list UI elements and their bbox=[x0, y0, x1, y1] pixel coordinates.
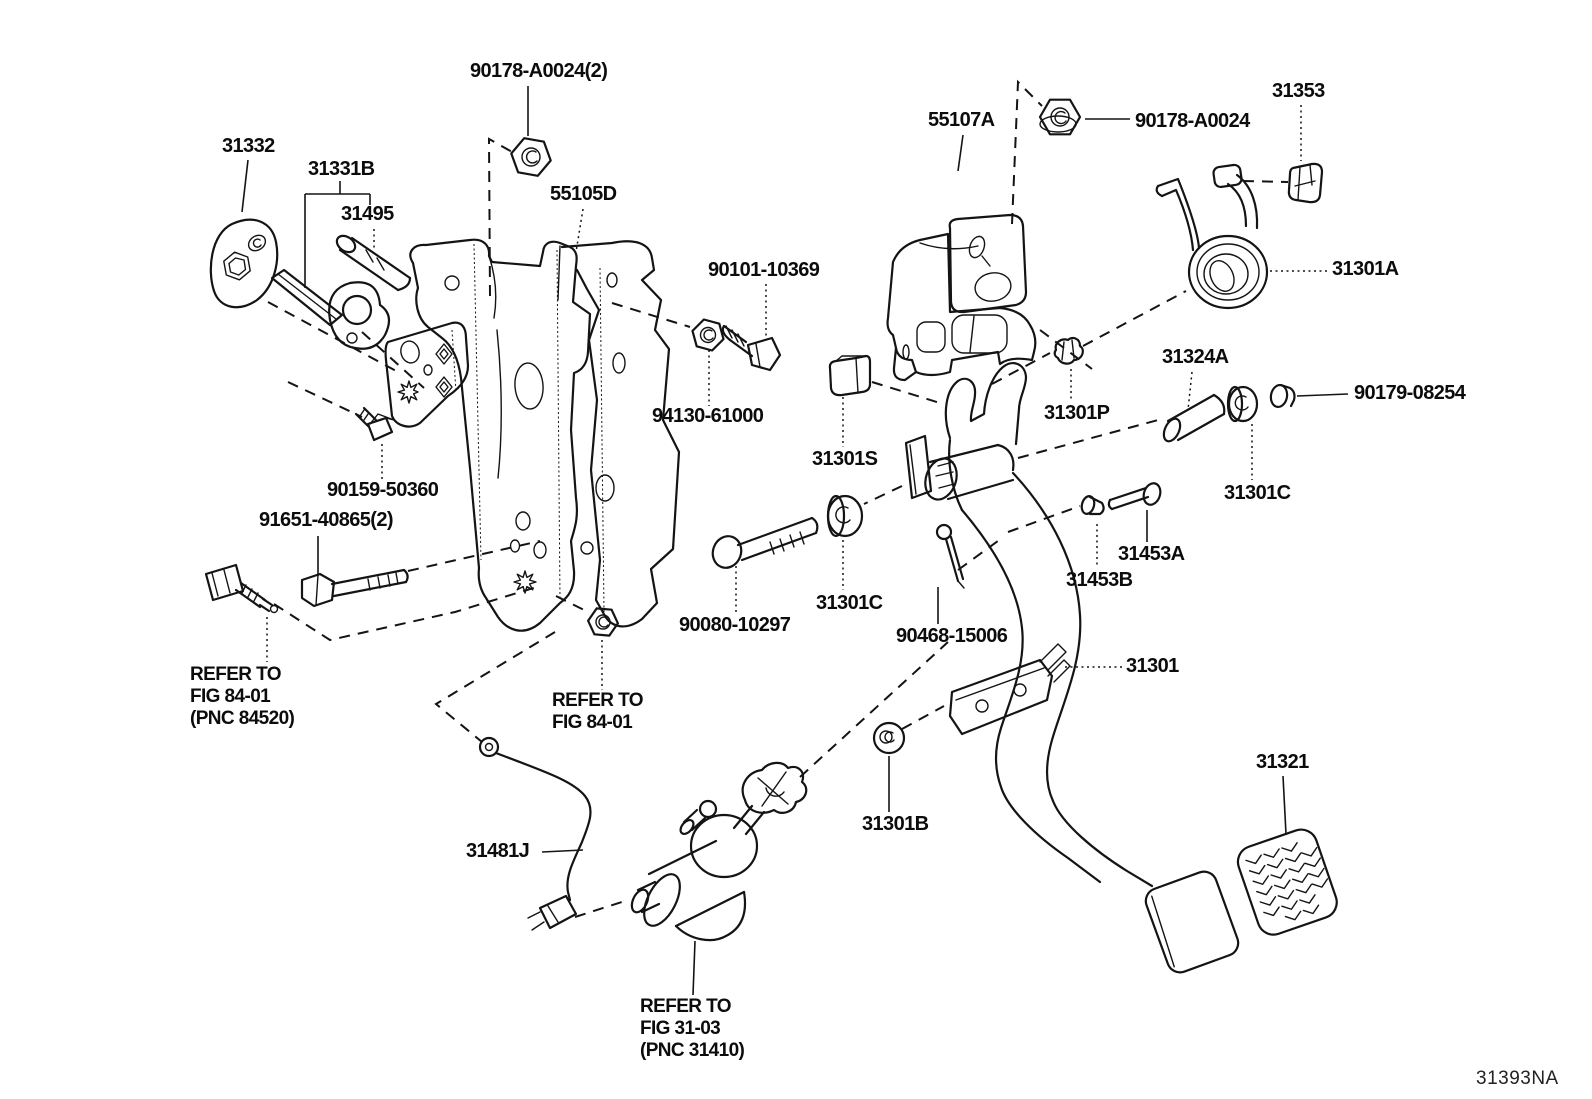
clevis-31331b bbox=[270, 268, 391, 350]
label-31353: 31353 bbox=[1272, 80, 1325, 102]
collar-31324a bbox=[1162, 393, 1226, 443]
label-55105d: 55105D bbox=[550, 183, 617, 205]
assembly-dashed-lines bbox=[267, 79, 1289, 918]
nut-refer-fig84 bbox=[586, 607, 620, 637]
spring-31301a bbox=[1155, 163, 1269, 310]
nut-90178-a0024 bbox=[1038, 98, 1082, 136]
pin-31495 bbox=[335, 234, 412, 292]
stopper-31301s bbox=[828, 354, 872, 397]
master-cylinder bbox=[630, 761, 808, 942]
washer-31301b bbox=[872, 721, 906, 755]
leader-lines-solid bbox=[241, 86, 1349, 996]
label-31301c-right: 31301C bbox=[1224, 482, 1291, 504]
label-31481j: 31481J bbox=[466, 840, 530, 862]
bracket-55107a bbox=[886, 213, 1037, 382]
label-90179-08254: 90179-08254 bbox=[1354, 382, 1466, 404]
screw-90159-50360 bbox=[354, 406, 395, 442]
bolt-90080-10297 bbox=[711, 516, 819, 569]
label-90080-10297: 90080-10297 bbox=[679, 614, 791, 636]
bushing-31301c-right bbox=[1226, 385, 1259, 423]
label-31495: 31495 bbox=[341, 203, 394, 225]
label-refer-fig84-switch: REFER TO FIG 84-01 (PNC 84520) bbox=[190, 664, 295, 729]
clip-31353 bbox=[1287, 162, 1324, 204]
pedal-pad-31321 bbox=[1236, 828, 1338, 936]
label-91651-40865: 91651-40865(2) bbox=[259, 509, 394, 531]
label-94130-61000: 94130-61000 bbox=[652, 405, 764, 427]
label-31324a: 31324A bbox=[1162, 346, 1229, 368]
label-31332: 31332 bbox=[222, 135, 275, 157]
label-90101-10369: 90101-10369 bbox=[708, 259, 820, 281]
label-90178-a0024: 90178-A0024 bbox=[1135, 110, 1250, 132]
leader-lines-dotted bbox=[266, 105, 1328, 690]
label-90178-a0024-2: 90178-A0024(2) bbox=[470, 60, 608, 82]
nut-94130-61000 bbox=[691, 318, 725, 352]
label-55107a: 55107A bbox=[928, 109, 995, 131]
bracket-55105d bbox=[409, 238, 681, 632]
clutch-switch bbox=[204, 563, 279, 614]
label-31301b: 31301B bbox=[862, 813, 929, 835]
nut-90178-a0024-2 bbox=[510, 137, 552, 177]
label-refer-fig84-nut: REFER TO FIG 84-01 bbox=[552, 690, 644, 733]
bushing-31453b bbox=[1080, 495, 1105, 516]
figure-code: 31393NA bbox=[1476, 1068, 1559, 1089]
bushing-31301c-mid bbox=[826, 494, 864, 538]
label-90468-15006: 90468-15006 bbox=[896, 625, 1008, 647]
pin-31453a bbox=[1107, 482, 1162, 511]
gasket-31332 bbox=[209, 218, 279, 309]
label-31301: 31301 bbox=[1126, 655, 1179, 677]
wire-31481j bbox=[478, 736, 592, 931]
label-31301s: 31301S bbox=[812, 448, 878, 470]
label-31453b: 31453B bbox=[1066, 569, 1133, 591]
label-31301p: 31301P bbox=[1044, 402, 1110, 424]
bracket-plate bbox=[384, 321, 470, 428]
label-90159-50360: 90159-50360 bbox=[327, 479, 439, 501]
bolt-91651-40865 bbox=[300, 568, 409, 608]
label-31301c-mid: 31301C bbox=[816, 592, 883, 614]
label-31331b: 31331B bbox=[308, 158, 375, 180]
label-refer-fig31-03: REFER TO FIG 31-03 (PNC 31410) bbox=[640, 996, 745, 1061]
label-31321: 31321 bbox=[1256, 751, 1309, 773]
plug-90179-08254 bbox=[1269, 383, 1296, 409]
label-31301a: 31301A bbox=[1332, 258, 1399, 280]
label-31453a: 31453A bbox=[1118, 543, 1185, 565]
clip-31301p bbox=[1053, 336, 1084, 365]
pin-90468-15006 bbox=[935, 523, 965, 589]
bolt-90101-10369 bbox=[721, 324, 782, 372]
pedal-31301 bbox=[904, 362, 1240, 974]
